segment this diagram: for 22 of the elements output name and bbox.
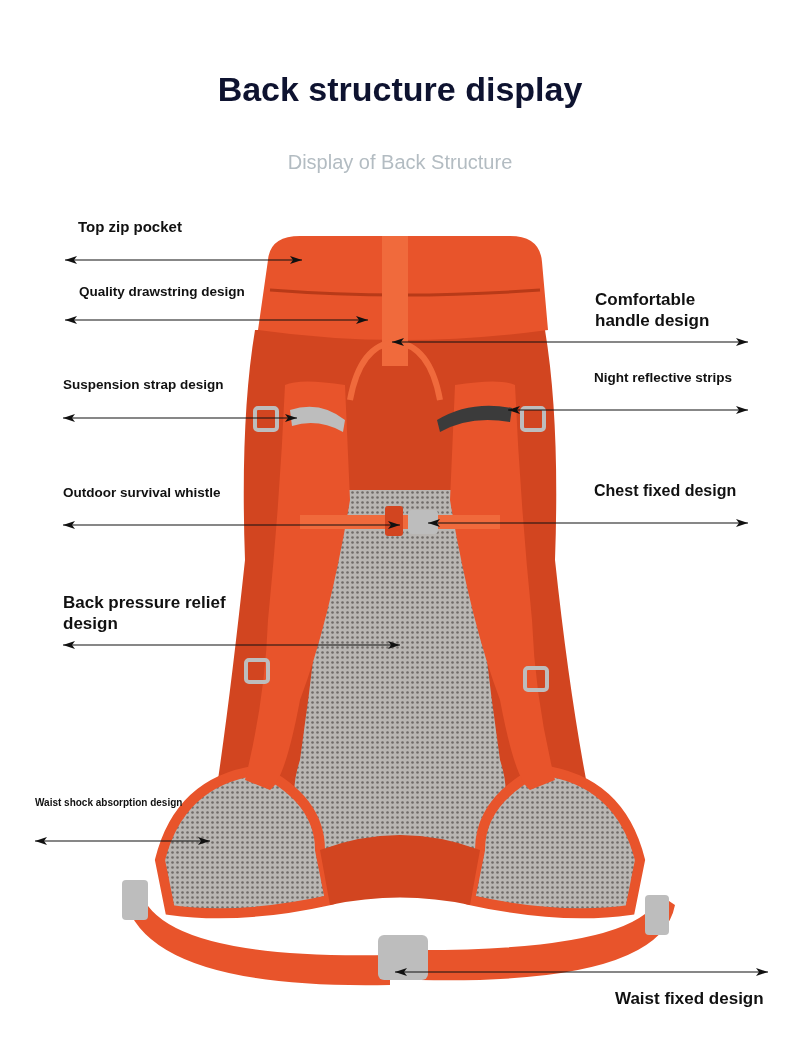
callout-label: Quality drawstring design xyxy=(79,284,245,301)
callout-label: Outdoor survival whistle xyxy=(63,485,221,502)
callout-label: Back pressure relief design xyxy=(63,592,227,635)
title: Back structure display xyxy=(216,70,584,109)
leader-line xyxy=(64,256,303,264)
callout-label: Waist fixed design xyxy=(615,988,764,1010)
leader-line xyxy=(34,837,211,845)
callout-label: Suspension strap design xyxy=(63,377,224,394)
leader-line xyxy=(394,968,769,976)
subtitle: Display of Back Structure xyxy=(286,151,514,174)
callout-label: Waist shock absorption design xyxy=(35,797,183,810)
callout-label: Chest fixed design xyxy=(594,481,737,501)
leader-line xyxy=(427,519,749,527)
leader-line xyxy=(62,641,401,649)
callout-label: Comfortable handle design xyxy=(595,289,711,332)
leader-line xyxy=(507,406,749,414)
leader-line xyxy=(62,521,401,529)
leader-line xyxy=(62,414,298,422)
callout-label: Night reflective strips xyxy=(594,370,733,387)
leader-line xyxy=(64,316,369,324)
leader-line xyxy=(391,338,749,346)
callout-label: Top zip pocket xyxy=(78,218,182,237)
